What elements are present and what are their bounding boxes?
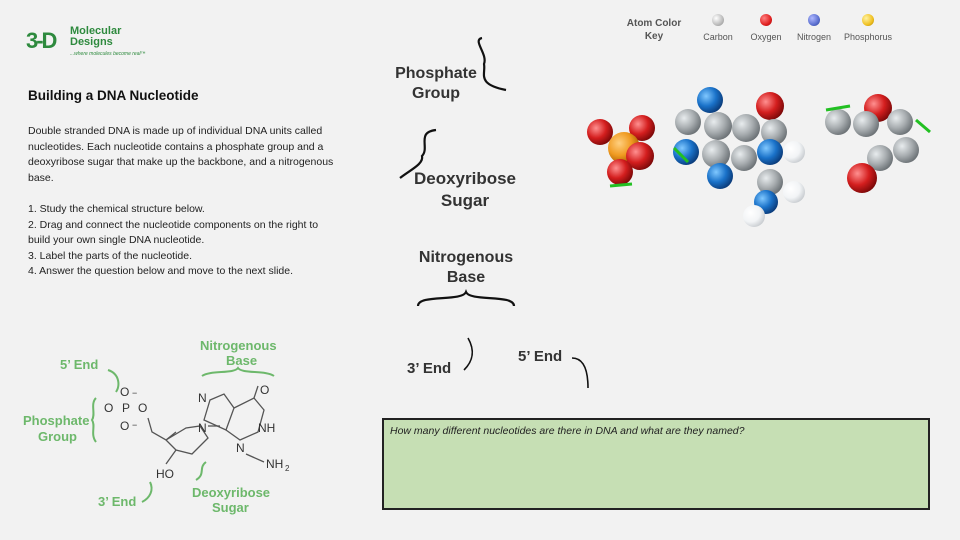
atom-p: P [122, 401, 130, 415]
bracket-deoxyribose-icon[interactable] [396, 126, 444, 182]
atom-o-right: O [138, 401, 147, 415]
atom-o-base: O [260, 383, 269, 397]
diagram-base-label-2: Base [226, 353, 257, 368]
atom-o-left: O [104, 401, 113, 415]
diagram-3-end-label: 3’ End [98, 494, 136, 509]
question-text: How many different nucleotides are there… [390, 425, 745, 437]
step-4: 4. Answer the question below and move to… [28, 265, 293, 277]
diagram-base-label-1: Nitrogenous [200, 338, 277, 353]
phosphate-group-model[interactable] [587, 115, 655, 188]
nitrogen-dot-icon [808, 14, 820, 26]
arrow-3-end-icon[interactable] [460, 334, 480, 374]
key-carbon-label: Carbon [703, 32, 733, 42]
diagram-deoxyribose-label-2: Sugar [212, 500, 249, 515]
atom-key-title: Atom Color Key [626, 18, 682, 42]
key-nitrogen: Nitrogen [794, 14, 834, 42]
nucleotide-structure-diagram: 5’ End Phosphate Group Nitrogenous Base … [23, 338, 290, 515]
carbon-dot-icon [712, 14, 724, 26]
deoxyribose-sugar-model[interactable] [825, 94, 931, 193]
drag-label-5-end[interactable]: 5’ End [518, 348, 563, 365]
instruction-steps: 1. Study the chemical structure below. 2… [28, 202, 348, 280]
atom-o-bottom: O [120, 419, 129, 433]
key-nitrogen-label: Nitrogen [796, 32, 832, 42]
phosphorus-dot-icon [862, 14, 874, 26]
key-oxygen-label: Oxygen [750, 32, 782, 42]
logo-name: Molecular Designs [70, 26, 121, 48]
diagram-phosphate-label-2: Group [38, 429, 77, 444]
logo-name-line2: Designs [70, 36, 113, 48]
key-oxygen: Oxygen [748, 14, 784, 42]
drag-label-3-end[interactable]: 3’ End [407, 360, 452, 377]
drag-label-deoxyribose-sugar[interactable]: Deoxyribose Sugar [413, 169, 517, 210]
molecule-components [587, 87, 931, 227]
drag-label-phosphate-group[interactable]: Phosphate Group [395, 65, 477, 102]
atom-nh2: NH [266, 457, 283, 471]
bracket-phosphate-icon[interactable] [470, 34, 514, 94]
logo-name-line1: Molecular [70, 25, 122, 37]
atom-o-top: O [120, 385, 129, 399]
atom-n-1: N [198, 421, 207, 435]
intro-paragraph: Double stranded DNA is made up of indivi… [28, 125, 334, 184]
slide-title: Building a DNA Nucleotide [28, 88, 199, 103]
atom-n-2: N [198, 391, 207, 405]
key-phosphorus-label: Phosphorus [843, 32, 893, 42]
diagram-deoxyribose-label-1: Deoxyribose [192, 485, 270, 500]
diagram-phosphate-label-1: Phosphate [23, 413, 89, 428]
charge-bottom: − [132, 420, 137, 430]
nitrogenous-base-model[interactable] [672, 87, 805, 227]
logo-mark: 3-D [26, 28, 57, 53]
step-2: 2. Drag and connect the nucleotide compo… [28, 218, 319, 247]
oxygen-dot-icon [760, 14, 772, 26]
step-1: 1. Study the chemical structure below. [28, 203, 205, 215]
key-carbon: Carbon [700, 14, 736, 42]
logo-tagline: ...where molecules become real™ [70, 51, 146, 57]
atom-nh: NH [258, 421, 275, 435]
key-phosphorus: Phosphorus [842, 14, 894, 42]
arrow-5-end-icon[interactable] [570, 352, 596, 392]
company-logo: 3-D Molecular Designs ...where molecules… [26, 26, 166, 62]
answer-box[interactable]: How many different nucleotides are there… [382, 418, 930, 510]
atom-nh2-subscript: 2 [285, 464, 290, 473]
bracket-base-icon[interactable] [414, 288, 518, 312]
atom-ho: HO [156, 467, 174, 481]
diagram-5-end-label: 5’ End [60, 357, 98, 372]
charge-top: − [132, 388, 137, 398]
atom-n-3: N [236, 441, 245, 455]
drag-label-nitrogenous-base[interactable]: Nitrogenous Base [418, 249, 514, 286]
step-3: 3. Label the parts of the nucleotide. [28, 249, 193, 262]
